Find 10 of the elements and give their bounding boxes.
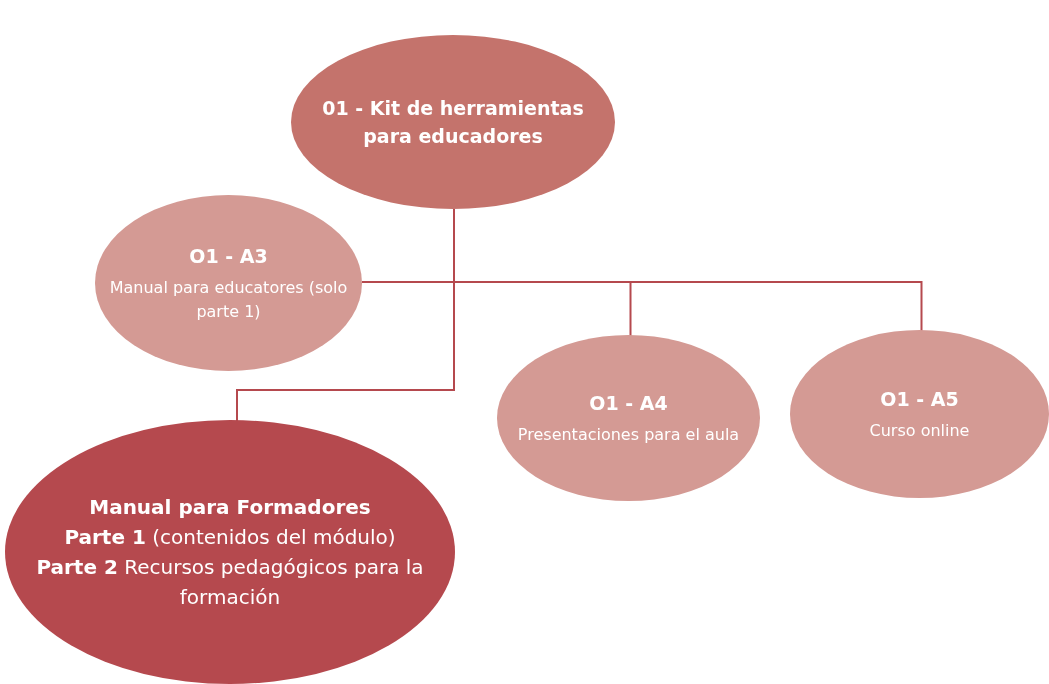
node-text: Curso online: [869, 420, 970, 443]
node-text: Manual para educatores (solo parte 1): [109, 277, 348, 324]
node-text: Parte 2 Recursos pedagógicos para la formación: [35, 554, 425, 611]
node-title: O1 - A4: [589, 390, 668, 416]
node-title: 01 - Kit de herramientas para educadores: [321, 95, 585, 149]
node-title: Manual para Formadores: [89, 494, 371, 521]
node-title: O1 - A5: [880, 386, 959, 412]
node-title: O1 - A3: [189, 243, 268, 269]
node-text: Presentaciones para el aula: [517, 424, 740, 447]
node-text: Parte 1 (contenidos del módulo): [64, 524, 396, 551]
